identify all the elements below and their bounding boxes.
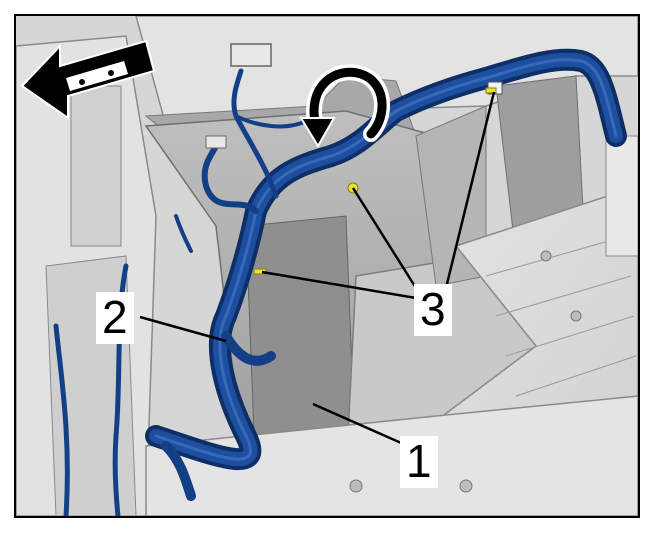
leader-line-3a xyxy=(351,187,418,289)
callout-1: 1 xyxy=(400,436,438,488)
rotation-arrow-icon xyxy=(299,64,391,148)
callout-2: 2 xyxy=(96,292,134,344)
rear-pillar xyxy=(16,35,157,516)
leader-line-3c xyxy=(444,91,496,289)
leader-line-1 xyxy=(312,402,409,448)
leader-line-2 xyxy=(139,315,227,343)
vehicle-body-illustration xyxy=(16,16,638,516)
callout-3: 3 xyxy=(414,284,452,336)
direction-arrow-icon xyxy=(20,39,156,120)
diagram-frame: 1 2 3 xyxy=(14,14,640,518)
floor-panel xyxy=(145,135,638,516)
leader-line-3b xyxy=(261,270,417,300)
leader-lines xyxy=(139,91,496,448)
wiring-harness xyxy=(53,48,627,516)
